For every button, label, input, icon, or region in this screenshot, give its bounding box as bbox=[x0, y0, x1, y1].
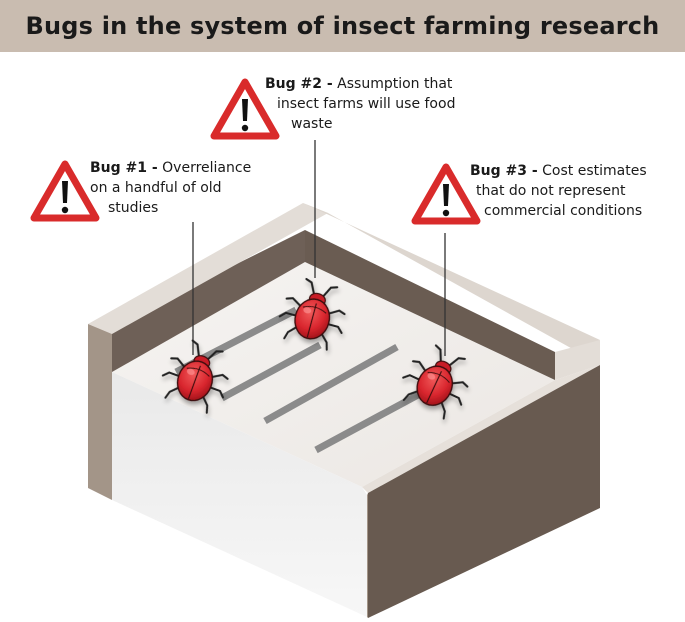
bug-2-label: Bug #2 - bbox=[265, 76, 333, 92]
leader-lines bbox=[192, 140, 446, 356]
bug-1-text-line-1: Overreliance bbox=[162, 160, 252, 176]
tray-floor bbox=[112, 262, 555, 487]
tray-right-rim-top bbox=[362, 365, 600, 493]
tray-front-right-wall bbox=[368, 365, 600, 618]
callout-bug-3: Bug #3 - Cost estimates that do not repr… bbox=[470, 161, 647, 221]
title-banner: Bugs in the system of insect farming res… bbox=[0, 0, 685, 52]
tray-front-left-wall bbox=[112, 372, 367, 617]
bug-3-text-line-2: that do not represent bbox=[476, 183, 626, 199]
tray-back-right-rim bbox=[303, 203, 600, 352]
tray-back-inner-wall bbox=[305, 230, 555, 380]
callout-bug-1: Bug #1 - Overreliance on a handful of ol… bbox=[90, 158, 251, 218]
rod-2 bbox=[220, 341, 322, 402]
bug-2-text-line-3: waste bbox=[291, 116, 333, 132]
bug-3-label: Bug #3 - bbox=[470, 163, 538, 179]
bug-3-text-line-1: Cost estimates bbox=[542, 163, 647, 179]
tray-left-outer-wall bbox=[88, 324, 112, 500]
tray-front-right-edge bbox=[367, 493, 368, 618]
tray-back-left-rim bbox=[88, 203, 328, 334]
bug-3-text-line-3: commercial conditions bbox=[484, 203, 643, 219]
rod-3 bbox=[263, 343, 399, 425]
bug-1-text-line-2: on a handful of old bbox=[90, 180, 222, 196]
bug-1-label: Bug #1 - bbox=[90, 160, 158, 176]
tray-right-front-rim bbox=[555, 340, 600, 380]
bug-1-text-line-3: studies bbox=[108, 200, 159, 216]
bug-2-text-line-1: Assumption that bbox=[337, 76, 453, 92]
diagram-title: Bugs in the system of insect farming res… bbox=[25, 12, 660, 40]
callout-bug-2: Bug #2 - Assumption that insect farms wi… bbox=[265, 74, 455, 134]
bug-2-text-line-2: insect farms will use food bbox=[277, 96, 456, 112]
tray bbox=[88, 203, 600, 618]
warning-triangle-icon bbox=[415, 167, 477, 221]
tray-left-inner-wall bbox=[112, 230, 305, 372]
warning-triangle-icon bbox=[34, 164, 96, 218]
